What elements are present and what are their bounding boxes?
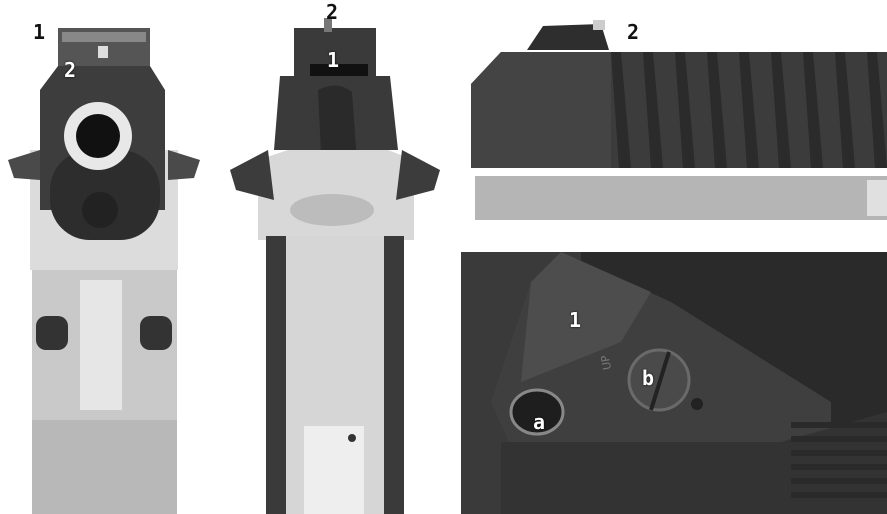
sight-blade — [521, 252, 651, 382]
right-grip-panel — [384, 236, 404, 514]
front-view-photo: 1 2 — [0, 0, 210, 514]
right-grip-screw — [140, 316, 172, 350]
recoil-spring-plug — [82, 192, 118, 228]
slide-serrations — [611, 52, 887, 168]
front-view-image — [8, 28, 200, 514]
left-safety — [230, 150, 274, 200]
left-safety-lever — [8, 150, 40, 180]
side-view-photo: 2 — [461, 0, 887, 220]
closeup-label-1: 1 — [569, 308, 582, 332]
front-label-1: 1 — [33, 20, 46, 44]
rear-label-2: 2 — [326, 0, 339, 24]
right-safety-lever — [168, 150, 200, 180]
left-grip-screw — [36, 316, 68, 350]
windage-screw — [509, 388, 565, 436]
rear-view-image — [230, 18, 440, 514]
closeup-image — [461, 252, 887, 514]
closeup-label-a: a — [533, 410, 546, 434]
rear-label-1: 1 — [327, 48, 340, 72]
closeup-photo: 1 b a UP — [461, 252, 887, 514]
side-label-2: 2 — [627, 20, 640, 44]
sight-notch — [310, 64, 368, 78]
trigger-guard-checkering — [80, 280, 122, 410]
left-grip-panel — [266, 236, 286, 514]
side-view-image — [471, 20, 887, 220]
right-safety — [396, 150, 440, 200]
muzzle-bore — [76, 114, 120, 158]
rear-sight-side — [527, 24, 609, 50]
front-sight-post — [98, 46, 108, 58]
beavertail — [290, 194, 374, 226]
rear-view-photo: 2 1 — [218, 0, 452, 514]
slide-serrations-closeup — [791, 422, 887, 498]
grip-lower-checkering — [32, 420, 177, 514]
sight-engraving: UP — [598, 354, 615, 371]
closeup-label-b: b — [642, 366, 655, 390]
frame-side — [475, 176, 887, 220]
front-label-2: 2 — [64, 58, 77, 82]
